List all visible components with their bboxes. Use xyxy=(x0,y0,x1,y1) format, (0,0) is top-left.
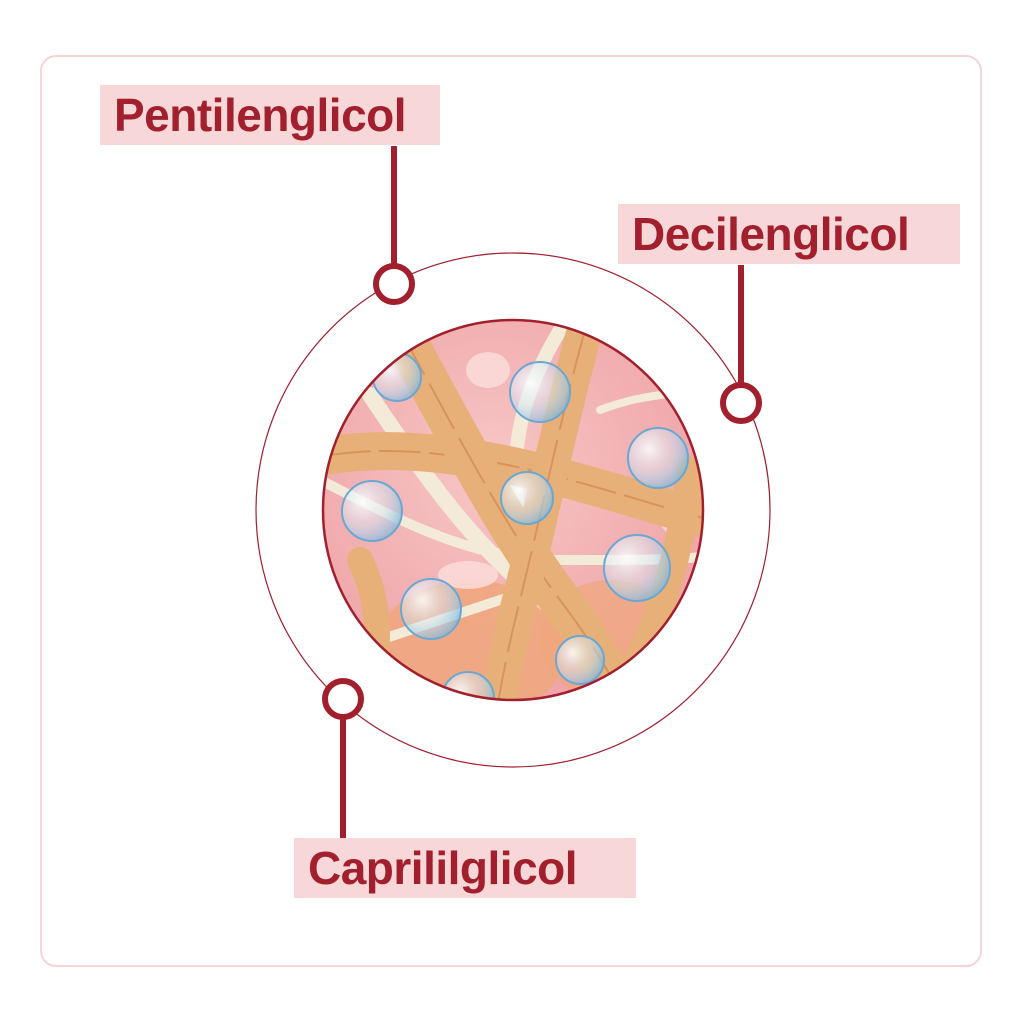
connector-caprililglicol xyxy=(322,678,364,838)
connector-pentilenglicol xyxy=(373,146,415,305)
skin-illustration xyxy=(323,320,703,700)
diagram-frame xyxy=(40,55,982,967)
label-caprililglicol: Caprililglicol xyxy=(294,838,636,898)
outer-ring xyxy=(255,252,771,768)
connector-decilenglicol xyxy=(720,265,762,424)
inner-circle-border xyxy=(321,318,705,702)
label-pentilenglicol: Pentilenglicol xyxy=(100,85,440,145)
label-decilenglicol: Decilenglicol xyxy=(618,204,960,264)
